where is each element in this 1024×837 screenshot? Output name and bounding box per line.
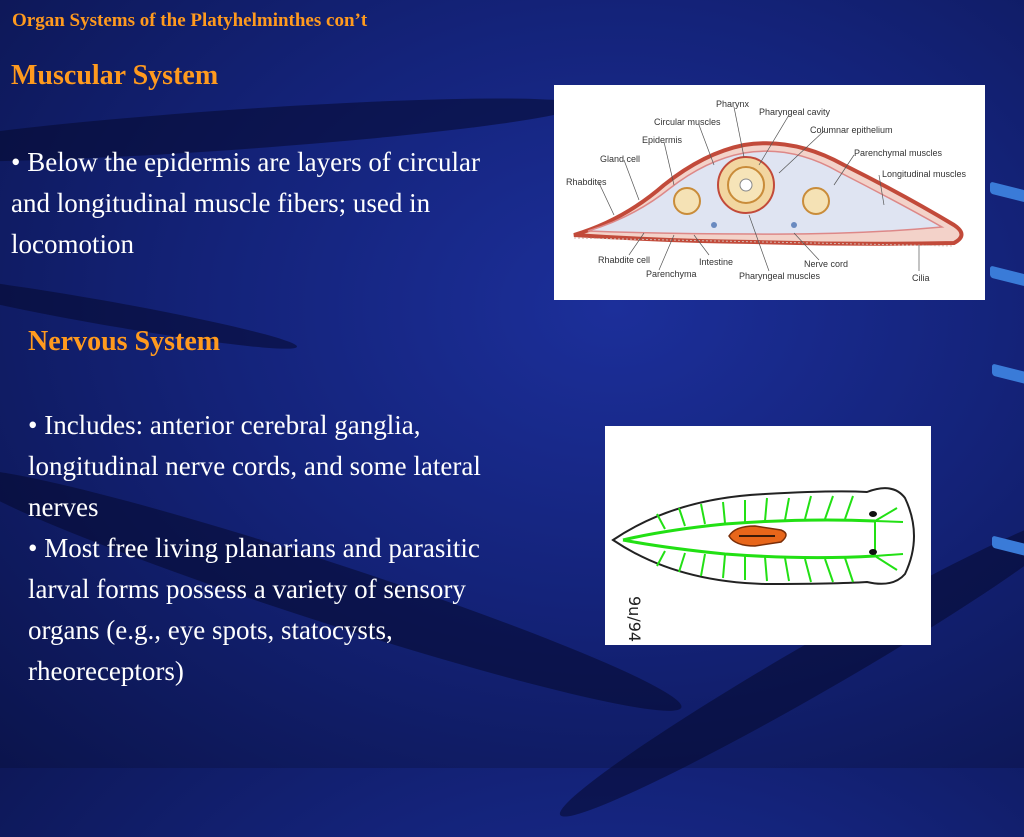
label-nerve-cord: Nerve cord: [804, 259, 848, 269]
intestine: [802, 187, 830, 215]
decorative-dash: [990, 181, 1024, 203]
label-pharyngeal-muscles: Pharyngeal muscles: [739, 271, 821, 281]
label-circular-muscles: Circular muscles: [654, 117, 721, 127]
label-parenchyma: Parenchyma: [646, 269, 697, 279]
muscular-heading: Muscular System: [11, 60, 219, 91]
nervous-system-figure: 9u/94: [605, 426, 931, 645]
intestine: [673, 187, 701, 215]
nervous-bullet: • Includes: anterior cerebral ganglia, l…: [28, 410, 481, 522]
pharynx-lumen: [739, 178, 753, 192]
nervous-heading: Nervous System: [28, 326, 221, 357]
label-epidermis: Epidermis: [642, 135, 683, 145]
nerve-cord: [791, 222, 797, 228]
decorative-dash: [992, 363, 1024, 385]
nerve-cord-lower: [622, 538, 876, 560]
muscular-body: • Below the epidermis are layers of circ…: [11, 142, 511, 265]
label-intestine: Intestine: [699, 257, 733, 267]
cross-section-figure: Pharynx Pharyngeal cavity Circular muscl…: [554, 85, 985, 300]
label-rhabdites: Rhabdites: [566, 177, 607, 187]
eye-spot: [869, 549, 877, 555]
decorative-dash: [990, 265, 1024, 287]
leader-lines: [598, 106, 920, 272]
label-cilia: Cilia: [912, 273, 930, 283]
label-gland-cell: Gland cell: [600, 154, 640, 164]
cilia: [573, 237, 955, 247]
label-longitudinal-muscles: Longitudinal muscles: [882, 169, 967, 179]
nervous-body: • Includes: anterior cerebral ganglia, l…: [28, 405, 538, 692]
eye-spot: [869, 511, 877, 517]
label-pharyngeal-cavity: Pharyngeal cavity: [759, 107, 831, 117]
handwritten-note: 9u/94: [625, 596, 644, 642]
nerve-cord-upper: [622, 518, 876, 542]
slide-title: Organ Systems of the Platyhelminthes con…: [12, 10, 368, 31]
planarian-nerve-diagram: 9u/94: [611, 487, 915, 642]
lateral-nerves: [656, 495, 904, 583]
cross-section-diagram: Pharynx Pharyngeal cavity Circular muscl…: [566, 99, 967, 283]
nervous-bullet: • Most free living planarians and parasi…: [28, 533, 480, 686]
label-pharynx: Pharynx: [716, 99, 750, 109]
nerve-cord: [711, 222, 717, 228]
label-rhabdite-cell: Rhabdite cell: [598, 255, 650, 265]
muscular-bullet: • Below the epidermis are layers of circ…: [11, 147, 481, 259]
label-columnar-epithelium: Columnar epithelium: [810, 125, 893, 135]
label-parenchymal-muscles: Parenchymal muscles: [854, 148, 943, 158]
